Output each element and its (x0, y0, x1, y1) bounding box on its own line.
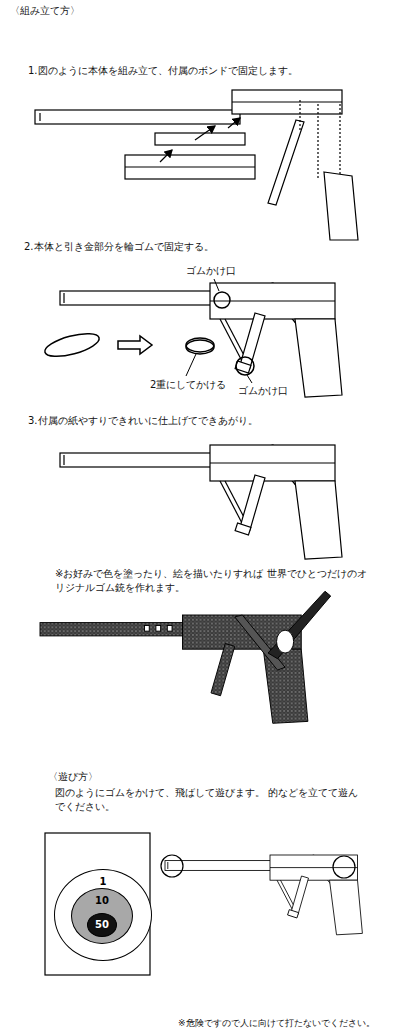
drawing-ellipse (186, 340, 214, 354)
score-number: 1 (55, 876, 151, 888)
rubber-band (43, 279, 254, 383)
drawing-line (232, 101, 342, 102)
drawing-rect (125, 155, 255, 179)
note-text: 1.図のように本体を組み立て、付属のボンドで固定します。 (28, 64, 298, 78)
score-number: 50 (88, 919, 116, 931)
drawing-line (195, 126, 215, 140)
drawing-line (214, 279, 219, 291)
note-text: ゴムかけ口 (186, 264, 236, 278)
note-text: 2重にしてかける (150, 378, 226, 392)
note-text: ※お好みで色を塗ったり、絵を描いたりすれば 世界でひとつだけのオリジナルゴム銃を… (55, 567, 375, 595)
target-ring: 50 (87, 913, 117, 937)
drawing-polygon (268, 120, 304, 205)
note-text: 3.付属の紙やすりできれいに仕上げてできあがり。 (28, 414, 258, 428)
note-text: ゴムかけ口 (238, 384, 288, 398)
section-heading: 〈遊び方〉 (48, 770, 98, 784)
drawing-rect (145, 625, 150, 631)
target-ring: 10 50 (71, 888, 133, 944)
note-text: 図のようにゴムをかけて、飛ばして遊びます。 的などを立てて遊んでください。 (55, 786, 365, 814)
drawing-ellipse (277, 630, 294, 653)
drawing-circle (214, 292, 230, 308)
drawing-line (39, 113, 40, 121)
note-text: ※危険ですので人に向けて打たないでください。 (178, 1016, 375, 1030)
drawing-polygon (324, 172, 358, 240)
drawing-polygon (268, 591, 331, 658)
drawing-use (60, 445, 342, 559)
note-text: 2.本体と引き金部分を輪ゴムで固定する。 (24, 240, 214, 254)
drawing-line (247, 375, 252, 383)
drawing-rect (232, 90, 342, 114)
drawing-line (228, 118, 240, 128)
drawing-rect (156, 625, 161, 631)
drawing-line (160, 150, 172, 162)
drawing-use (165, 855, 362, 935)
section-heading: 〈組み立て方〉 (10, 4, 80, 18)
drawing-circle (333, 856, 355, 878)
drawing-line (125, 166, 255, 167)
exploded-parts (35, 90, 358, 240)
drawing-circle (161, 855, 183, 877)
score-number: 10 (72, 895, 132, 907)
drawing-path (118, 336, 152, 354)
drawing-polygon (211, 644, 235, 696)
drawing-line (339, 104, 340, 176)
drawing-circle (236, 357, 254, 375)
drawing-rect (155, 133, 245, 145)
drawing-use (60, 283, 342, 397)
drawing-line (299, 100, 300, 130)
drawing-line (186, 354, 196, 376)
drawing-ellipse (43, 329, 102, 361)
drawing-rect (40, 623, 202, 636)
painted-gun (40, 591, 331, 723)
drawing-line (317, 104, 318, 178)
drawing-rect (35, 110, 240, 124)
drawing-rect (167, 625, 172, 631)
target-ring: 1 10 50 (54, 869, 152, 961)
hook-marks (161, 855, 355, 878)
